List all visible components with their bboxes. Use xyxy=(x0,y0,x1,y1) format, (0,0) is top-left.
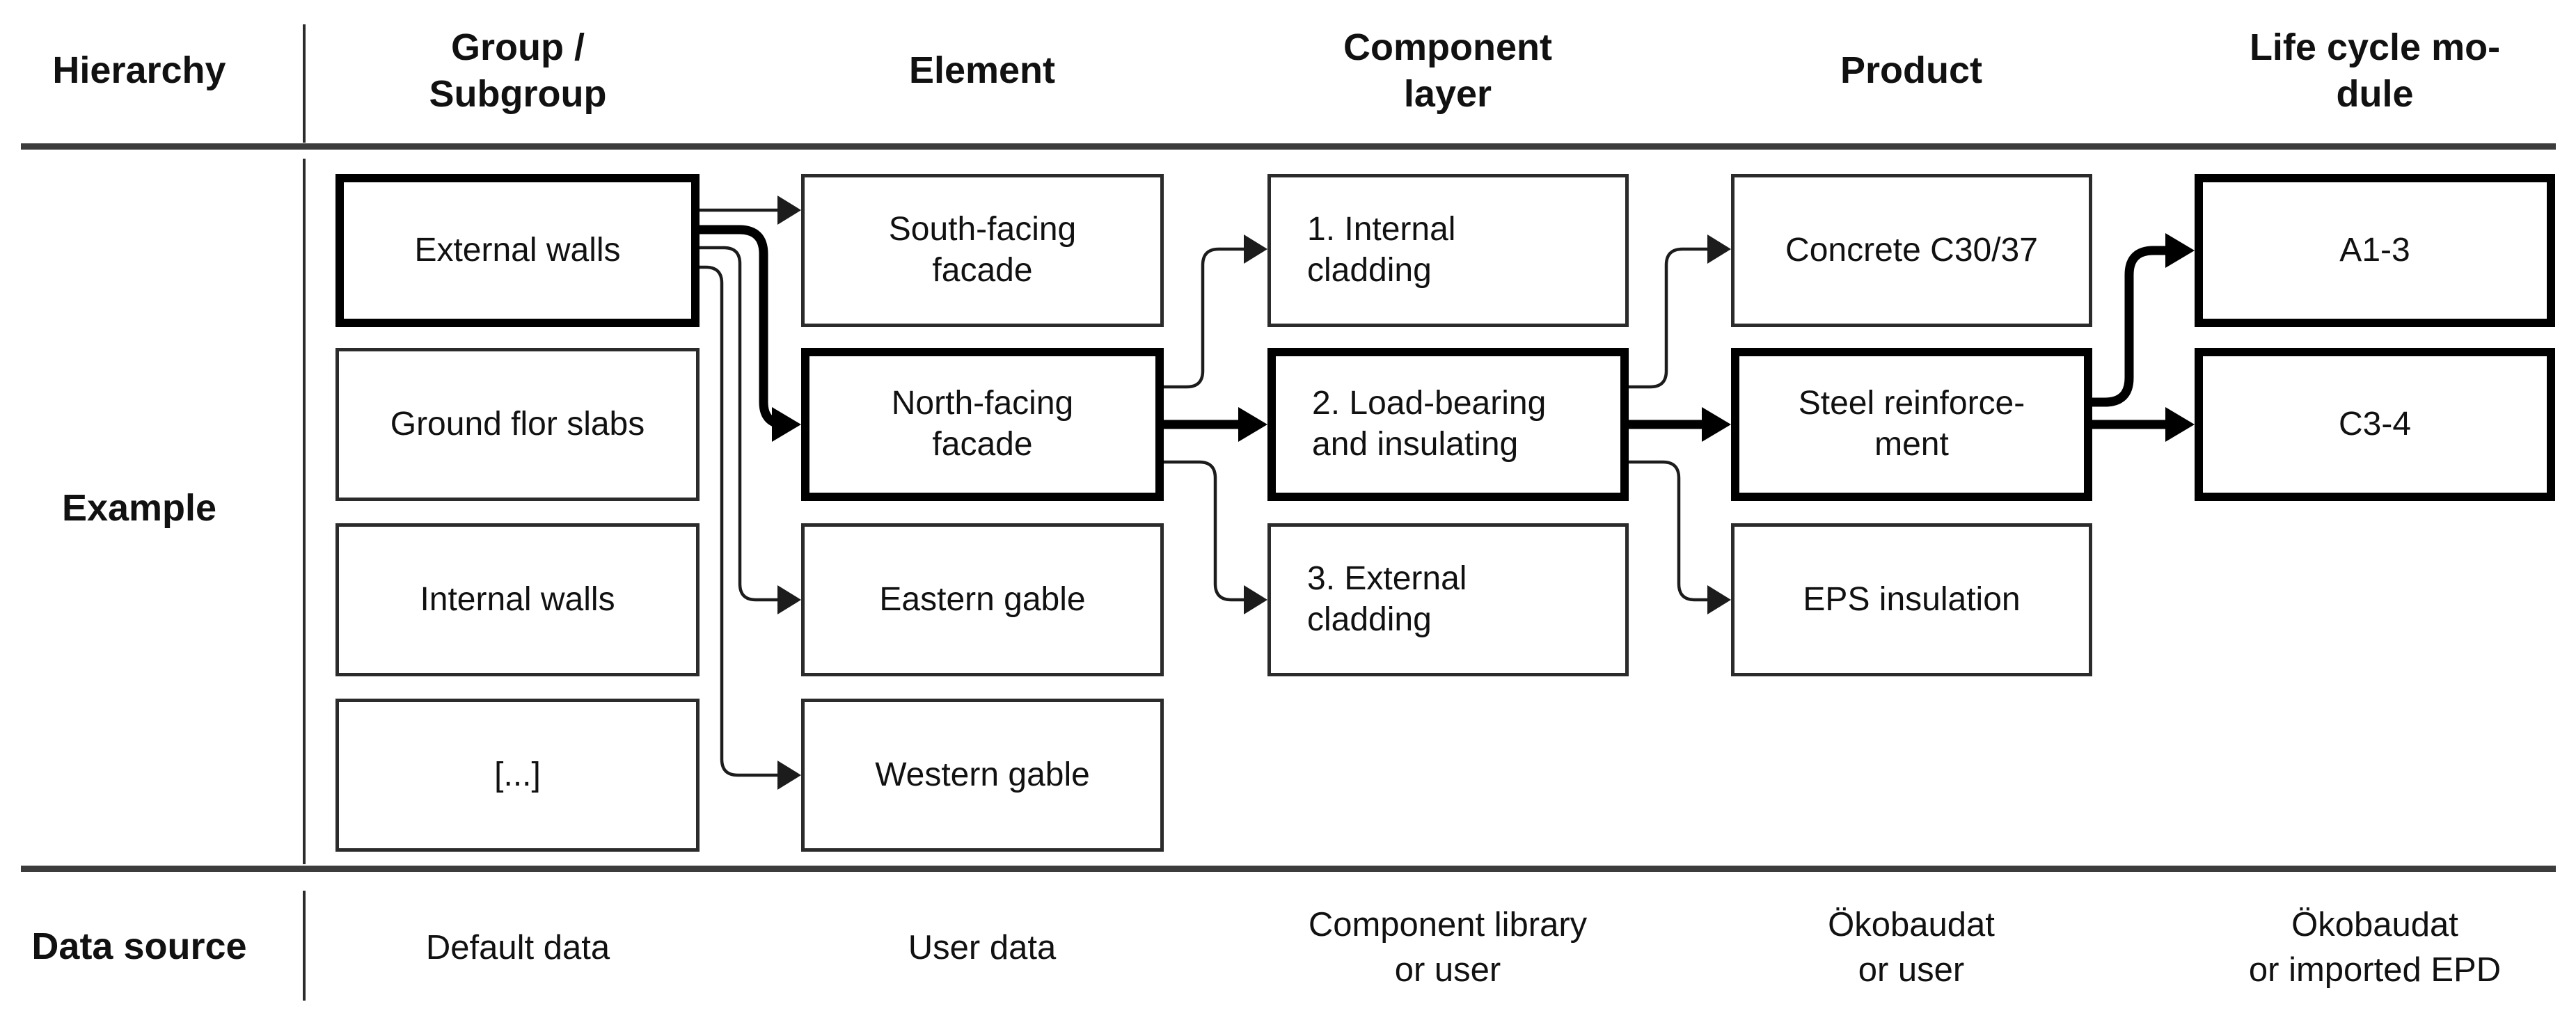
arrowhead-western-gable xyxy=(777,761,801,790)
header-product: Product xyxy=(1840,49,1982,92)
arrowhead-south-facade xyxy=(777,196,801,225)
box-north-facing-facade: North-facing facade xyxy=(801,348,1164,501)
arrow-external-walls-to-north-facade xyxy=(698,225,787,429)
box-eastern-gable: Eastern gable xyxy=(801,523,1164,676)
arrow-external-walls-to-western-gable xyxy=(698,265,780,777)
header-group-subgroup: Group / Subgroup xyxy=(429,26,607,116)
arrowhead-a1-3 xyxy=(2165,233,2195,268)
box-internal-walls: Internal walls xyxy=(335,523,700,676)
box-ellipsis: [...] xyxy=(335,699,700,852)
data-source-group-subgroup: Default data xyxy=(425,928,610,967)
column-divider-bottom xyxy=(303,891,306,1001)
box-external-cladding: 3. External cladding xyxy=(1267,523,1629,676)
arrowhead-load-bearing xyxy=(1238,407,1267,442)
arrow-load-bearing-to-eps xyxy=(1629,460,1709,602)
box-western-gable: Western gable xyxy=(801,699,1164,852)
arrow-load-bearing-to-concrete xyxy=(1629,247,1709,389)
arrowhead-steel xyxy=(1702,407,1731,442)
box-internal-cladding: 1. Internal cladding xyxy=(1267,174,1629,327)
header-hierarchy: Hierarchy xyxy=(52,49,226,92)
row-label-data-source: Data source xyxy=(31,925,247,967)
header-element: Element xyxy=(908,49,1056,92)
arrow-north-facade-to-external-cladding xyxy=(1164,460,1246,602)
arrow-steel-to-a1-3 xyxy=(2092,246,2170,407)
arrow-north-facade-to-internal-cladding xyxy=(1164,247,1246,389)
footer-rule xyxy=(21,866,2556,872)
column-divider-middle xyxy=(303,159,306,864)
box-load-bearing-insulating: 2. Load-bearing and insulating xyxy=(1267,348,1629,501)
arrowhead-c3-4 xyxy=(2165,407,2195,442)
box-eps-insulation: EPS insulation xyxy=(1731,523,2092,676)
data-source-element: User data xyxy=(908,928,1057,967)
arrowhead-north-facade xyxy=(772,407,801,442)
box-c3-4: C3-4 xyxy=(2195,348,2555,501)
box-steel-reinforcement: Steel reinforce- ment xyxy=(1731,348,2092,501)
box-south-facing-facade: South-facing facade xyxy=(801,174,1164,327)
arrowhead-concrete xyxy=(1707,234,1731,264)
box-concrete-c30-37: Concrete C30/37 xyxy=(1731,174,2092,327)
column-divider-top xyxy=(303,24,306,143)
header-component-layer: Component layer xyxy=(1343,26,1552,116)
arrowhead-internal-cladding xyxy=(1244,234,1267,264)
box-external-walls: External walls xyxy=(335,174,700,327)
arrowhead-eastern-gable xyxy=(777,585,801,614)
box-a1-3: A1-3 xyxy=(2195,174,2555,327)
header-life-cycle-module: Life cycle mo- dule xyxy=(2249,26,2501,116)
box-ground-floor-slabs: Ground flor slabs xyxy=(335,348,700,501)
row-label-example: Example xyxy=(61,487,217,529)
data-source-life-cycle-module: Ökobaudat or imported EPD xyxy=(2248,906,2502,989)
arrowhead-external-cladding xyxy=(1244,585,1267,614)
arrow-external-walls-to-eastern-gable xyxy=(698,246,780,602)
arrowhead-eps xyxy=(1707,585,1731,614)
data-source-product: Ökobaudat or user xyxy=(1828,906,1995,989)
header-rule xyxy=(21,143,2556,150)
data-source-component-layer: Component library or user xyxy=(1308,906,1588,989)
